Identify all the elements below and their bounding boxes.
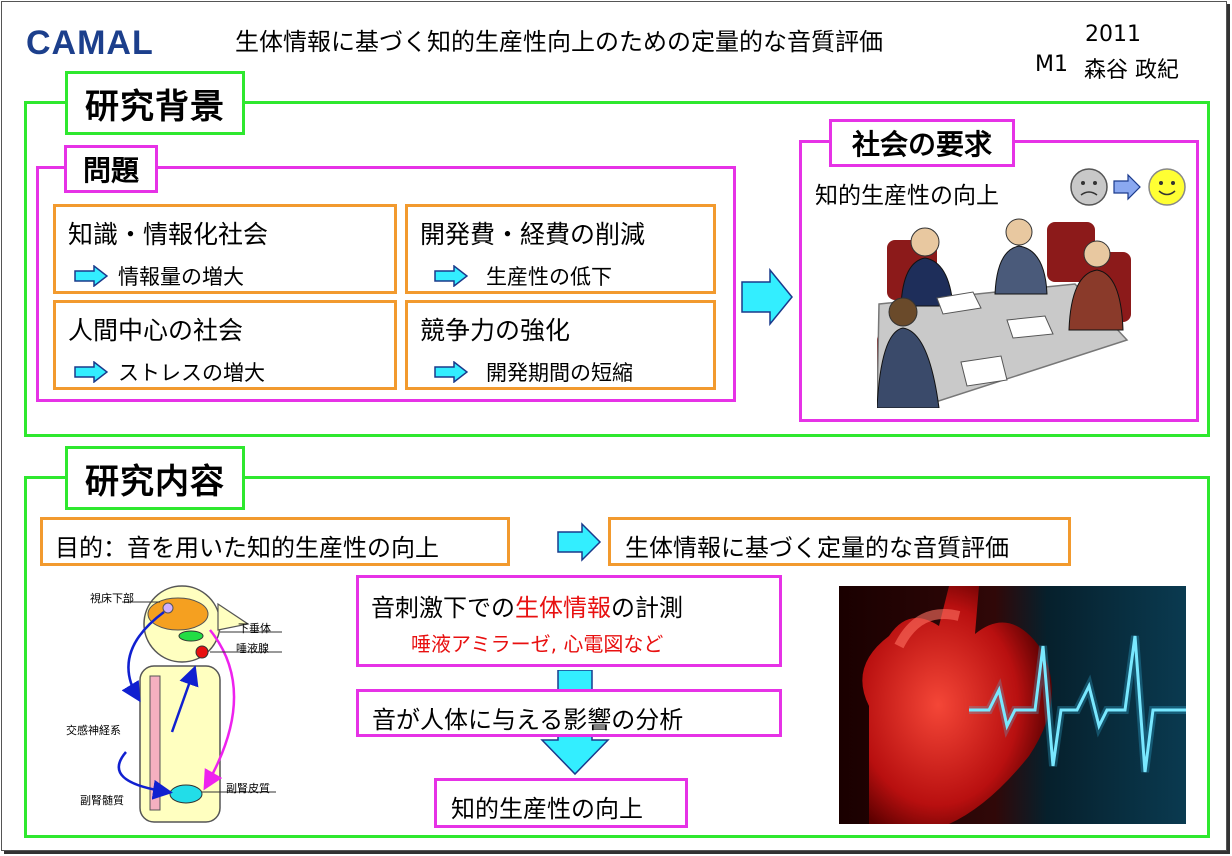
sad-face-icon (1070, 168, 1108, 206)
bio-info-highlight: 生体情報 (515, 594, 611, 622)
productivity-result: 知的生産性の向上 (434, 778, 688, 828)
cell-sub: 開発期間の短縮 (434, 357, 633, 387)
label-medulla: 副腎髄質 (80, 794, 124, 807)
cell-sub: 生産性の低下 (434, 261, 612, 291)
hypothalamus-shape (147, 597, 209, 631)
right-arrow-icon (74, 361, 108, 383)
mood-improve-icon (1068, 166, 1190, 208)
logo-c: CAMAL (26, 24, 154, 62)
measurement-examples: 唾液アミラーゼ, 心電図など (411, 632, 664, 656)
problem-title: 問題 (64, 145, 158, 193)
lab-logo: CAMAL (26, 12, 166, 72)
problem-box (36, 166, 736, 402)
label-cortex: 副腎皮質 (226, 782, 270, 795)
adrenal-shape (169, 784, 203, 804)
label-sympathetic: 交感神経系 (66, 724, 121, 737)
pituitary-shape (178, 630, 204, 642)
author-name: 森谷 政紀 (1084, 58, 1179, 83)
measurement-step: 音刺激下での生体情報の計測 唾液アミラーゼ, 心電図など (356, 575, 782, 667)
analysis-text: 音が人体に与える影響の分析 (372, 706, 684, 734)
label-salivary: 唾液腺 (236, 642, 269, 655)
problem-cell-cost: 開発費・経費の削減 生産性の低下 (405, 204, 716, 294)
problem-cell-competition: 競争力の強化 開発期間の短縮 (405, 300, 716, 390)
demand-title: 社会の要求 (829, 119, 1015, 167)
measurement-text: 音刺激下での生体情報の計測 (371, 594, 683, 622)
background-title: 研究背景 (65, 71, 245, 135)
meeting-illustration (877, 212, 1133, 408)
content-section (24, 476, 1210, 838)
year-label: 2011 (1085, 22, 1141, 47)
demand-text: 知的生産性の向上 (815, 183, 999, 209)
problem-cell-human: 人間中心の社会 ストレスの増大 (53, 300, 397, 390)
page-title: 生体情報に基づく知的生産性向上のための定量的な音質評価 (235, 28, 883, 56)
cell-sub: 情報量の増大 (74, 261, 244, 291)
analysis-step-cover (356, 689, 782, 737)
label-pituitary: 下垂体 (238, 622, 271, 635)
grade-label: M1 (1035, 52, 1068, 77)
right-arrow-icon (74, 265, 108, 287)
cell-title: 知識・情報化社会 (68, 220, 269, 249)
sympathetic-shape (149, 675, 161, 811)
purpose-box: 目的：音を用いた知的生産性の向上 (40, 517, 510, 566)
problem-cell-knowledge: 知識・情報化社会 情報量の増大 (53, 204, 397, 294)
background-section (24, 101, 1210, 437)
purpose-right-arrow-icon (556, 522, 602, 562)
big-right-arrow-icon (740, 268, 794, 326)
label-hypothalamus: 視床下部 (90, 592, 134, 605)
heart-ecg-image (839, 586, 1186, 824)
stress-pathway-diagram: 視床下部 下垂体 唾液腺 交感神経系 副腎髄質 副腎皮質 (60, 582, 300, 826)
right-arrow-icon (434, 361, 468, 383)
cell-title: 人間中心の社会 (68, 316, 244, 345)
cell-sub: ストレスの増大 (74, 357, 265, 387)
content-title: 研究内容 (65, 446, 245, 510)
salivary-shape (195, 645, 209, 659)
cell-title: 開発費・経費の削減 (420, 220, 646, 249)
right-arrow-icon (434, 265, 468, 287)
method-box: 生体情報に基づく定量的な音質評価 (608, 517, 1071, 566)
smile-face-icon (1148, 168, 1186, 206)
cell-title: 競争力の強化 (420, 316, 571, 345)
